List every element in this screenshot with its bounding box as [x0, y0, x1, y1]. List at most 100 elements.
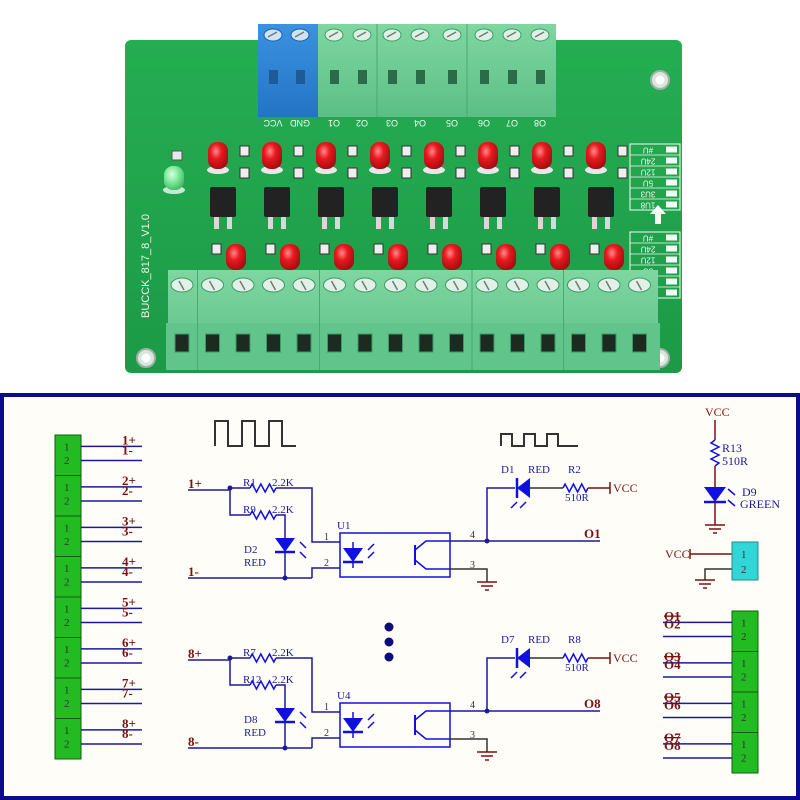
- red-led: [226, 244, 246, 270]
- smd-resistor: [347, 145, 358, 157]
- terminal-slot: [416, 70, 425, 84]
- resistor-ref: R12: [243, 674, 261, 686]
- optocoupler-chip: [372, 187, 398, 217]
- net-label: 3-: [122, 524, 133, 539]
- net-label: 4+: [122, 554, 136, 569]
- terminal-slot: [388, 70, 397, 84]
- opto-pin: 1: [324, 702, 329, 713]
- terminal-slot: [357, 333, 373, 353]
- pin-number: 2: [741, 712, 747, 724]
- optocoupler-chip: [480, 187, 506, 217]
- resistor-value: 2.2K: [272, 477, 294, 489]
- smd-resistor: [617, 145, 628, 157]
- optocoupler-chip: [426, 187, 452, 217]
- led-icon: [275, 708, 295, 722]
- resistor-value: 510R: [565, 662, 590, 674]
- smd-resistor: [509, 145, 520, 157]
- led-icon: [275, 538, 295, 552]
- power-led-circuit: VCC R13 510R D9 GREEN: [704, 405, 780, 534]
- pin-number: 1: [741, 617, 747, 629]
- terminal-slot: [480, 70, 489, 84]
- d9-ref: D9: [742, 485, 757, 499]
- net-label: 6+: [122, 635, 136, 650]
- opto-ref: U1: [337, 520, 350, 532]
- ground-icon: [705, 524, 725, 534]
- pin-number: 2: [64, 536, 70, 548]
- pin-number: 2: [741, 672, 747, 684]
- terminal-slot: [536, 70, 545, 84]
- smd-resistor: [401, 145, 412, 157]
- vcc-label: VCC: [705, 405, 730, 419]
- red-led: [550, 244, 570, 270]
- jumper-pad: [666, 234, 677, 241]
- power-led: [163, 150, 185, 194]
- r13-value: 510R: [722, 454, 748, 468]
- smd-resistor: [293, 145, 304, 157]
- pin-number: 1: [64, 684, 70, 696]
- led-ref: D7: [501, 634, 515, 646]
- vcc-label: VCC: [613, 651, 638, 665]
- net-label: 5+: [122, 594, 136, 609]
- resistor-value: 510R: [565, 492, 590, 504]
- red-led: [442, 244, 462, 270]
- ground-icon: [695, 579, 715, 589]
- resistor-symbol: [249, 652, 277, 664]
- red-led: [262, 142, 282, 169]
- net-label: O5: [664, 689, 681, 704]
- d9-color: GREEN: [740, 497, 780, 511]
- terminal-slot: [508, 70, 517, 84]
- power-conn-pin-1: 1: [741, 549, 747, 561]
- terminal-label: O3: [386, 118, 398, 128]
- red-led: [586, 142, 606, 169]
- terminal-slot: [269, 70, 278, 84]
- terminal-slot: [358, 70, 367, 84]
- pin-number: 1: [64, 644, 70, 656]
- smd-resistor: [239, 145, 250, 157]
- jumper-pad: [666, 201, 677, 208]
- resistor-ref: R1: [243, 477, 256, 489]
- resistor-ref: R7: [243, 647, 256, 659]
- resistor-symbol: [249, 509, 277, 521]
- connector-block: [731, 651, 759, 693]
- led-ref: D8: [244, 714, 258, 726]
- optocoupler-chip: [264, 187, 290, 217]
- pin-number: 1: [64, 522, 70, 534]
- terminal-slot: [388, 333, 403, 353]
- terminal-slot: [540, 333, 556, 353]
- pin-number: 1: [64, 441, 70, 453]
- vcc-label: VCC: [613, 481, 638, 495]
- mounting-holes: [136, 70, 670, 368]
- voltage-label: 12U: [640, 255, 655, 264]
- voltage-label: 24U: [640, 156, 655, 165]
- net-label: 2+: [122, 473, 136, 488]
- connector-block: [54, 718, 82, 760]
- net-label: 2-: [122, 483, 133, 498]
- smd-resistor: [509, 167, 520, 179]
- schematic-diagram: 121+1-122+2-123+3-124+4-125+5-126+6-127+…: [0, 393, 800, 800]
- terminal-label: O5: [446, 118, 458, 128]
- terminal-label: O4: [414, 118, 426, 128]
- connector-block: [54, 637, 82, 679]
- smd-resistor: [401, 167, 412, 179]
- voltage-label: #U: [643, 145, 653, 154]
- resistor-symbol: [249, 679, 277, 691]
- opto-pin: 1: [324, 532, 329, 543]
- terminal-label: O6: [478, 118, 490, 128]
- net-in-minus: 8-: [188, 734, 199, 749]
- terminal-slot: [601, 333, 617, 353]
- red-led: [280, 244, 300, 270]
- net-out: O8: [584, 696, 601, 711]
- smd-resistor: [563, 167, 574, 179]
- power-connector: VCC 1 2: [665, 541, 759, 589]
- red-led: [478, 142, 498, 169]
- net-label: O3: [664, 649, 681, 664]
- resistor-symbol: [249, 482, 277, 494]
- net-label: 1-: [122, 443, 133, 458]
- opto-pin: 3: [470, 560, 475, 571]
- terminal-slot: [235, 333, 251, 353]
- pin-number: 2: [741, 753, 747, 765]
- net-label: 1+: [122, 432, 136, 447]
- smd-resistor: [455, 167, 466, 179]
- smd-resistor: [455, 145, 466, 157]
- net-in-plus: 8+: [188, 646, 202, 661]
